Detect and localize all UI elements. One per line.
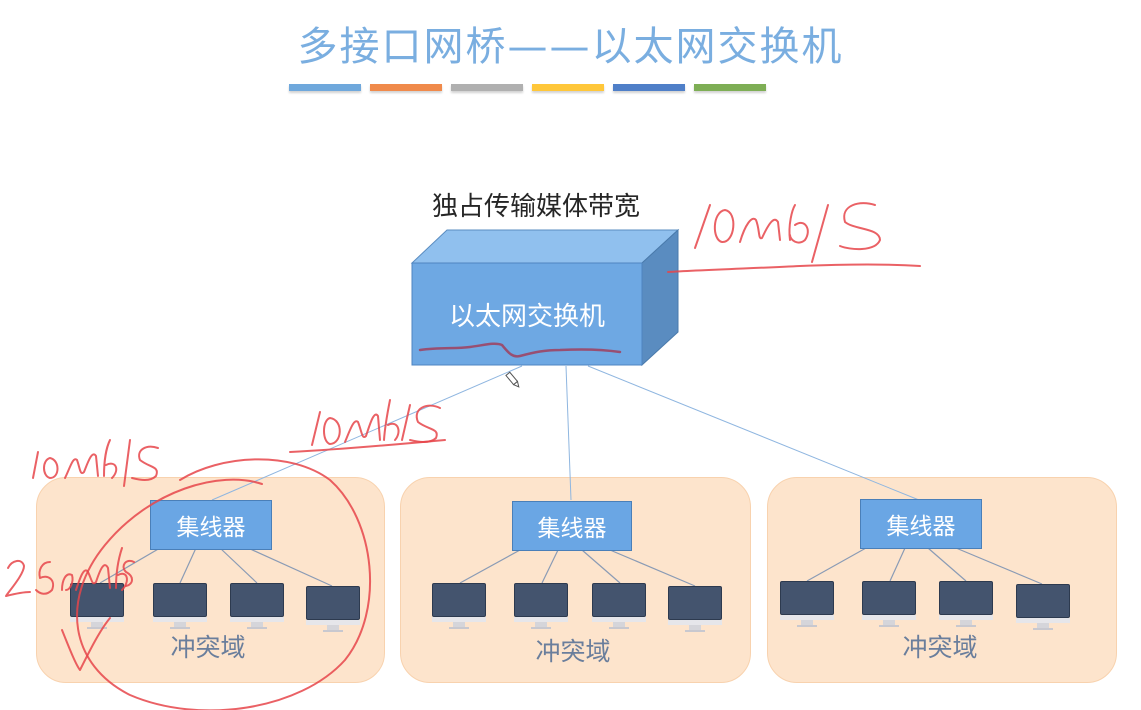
switch-hub-link-3 — [587, 365, 920, 501]
collision-domain-label-2: 冲突域 — [535, 637, 611, 666]
slide-title: 多接口网桥——以太网交换机 — [297, 24, 844, 70]
ink-circle-domain-1 — [76, 458, 371, 710]
hub-2: 集线器 — [512, 501, 632, 551]
pc-icon — [780, 581, 834, 631]
switch-label: 以太网交换机 — [448, 302, 605, 332]
collision-domain-label-3: 冲突域 — [902, 633, 978, 662]
ink-link-bandwidth — [289, 399, 446, 453]
pen-cursor-icon — [505, 371, 520, 388]
hub-pc-links-1 — [99, 547, 333, 587]
hub-pc-links-2 — [459, 549, 696, 587]
color-bar — [289, 84, 361, 91]
pc-icon — [432, 583, 486, 633]
color-bar — [370, 84, 442, 91]
ink-underline-switch — [418, 342, 622, 358]
pc-icon — [306, 586, 360, 636]
hub-pc-links-3 — [806, 547, 1043, 585]
hub-3: 集线器 — [860, 499, 982, 549]
pc-icon — [230, 583, 284, 633]
color-bar — [451, 84, 523, 91]
ink-check-mark — [61, 617, 111, 671]
pc-icon — [1016, 584, 1070, 634]
pc-icon — [153, 583, 207, 633]
color-bar — [694, 84, 766, 91]
pc-icon — [862, 581, 916, 631]
switch-hub-link-2 — [565, 365, 572, 501]
ink-per-host-bandwidth — [5, 547, 135, 597]
color-bar-strip — [289, 84, 766, 91]
pc-icon — [668, 586, 722, 636]
pc-icon — [592, 583, 646, 633]
ink-switch-bandwidth — [667, 202, 921, 273]
pc-icon — [939, 581, 993, 631]
ink-hub-bandwidth — [32, 439, 159, 487]
switch-caption: 独占传输媒体带宽 — [432, 192, 641, 222]
collision-domain-label-1: 冲突域 — [170, 633, 246, 662]
color-bar — [613, 84, 685, 91]
color-bar — [532, 84, 604, 91]
pc-icon — [514, 583, 568, 633]
hub-1: 集线器 — [150, 500, 272, 550]
